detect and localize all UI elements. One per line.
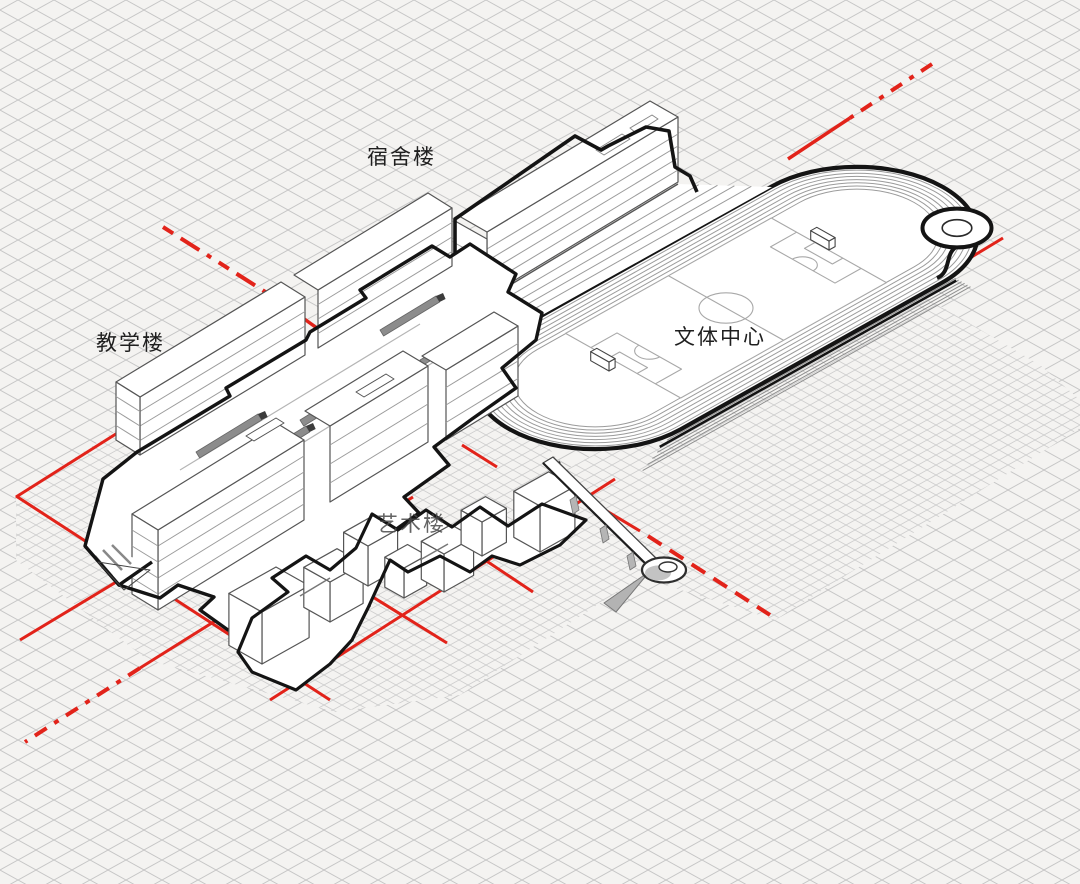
loop-pavilion	[920, 206, 994, 280]
axis-line	[161, 225, 280, 302]
label-teaching-building: 教学楼	[96, 332, 165, 355]
spiral-ramp	[603, 556, 688, 613]
label-dormitory: 宿舍楼	[367, 146, 436, 169]
axis-line	[848, 62, 934, 120]
football-field	[565, 217, 887, 399]
axis-line	[15, 430, 120, 499]
axis-line	[23, 666, 142, 744]
kickstand	[83, 544, 153, 591]
label-art-building: 艺术楼	[377, 513, 446, 536]
axis-line	[787, 116, 851, 161]
art-building	[228, 471, 588, 692]
axis-line	[461, 443, 498, 469]
teaching-building	[83, 192, 544, 657]
axis-line	[367, 592, 448, 645]
walkway	[542, 456, 663, 571]
label-sports-center: 文体中心	[674, 326, 766, 349]
